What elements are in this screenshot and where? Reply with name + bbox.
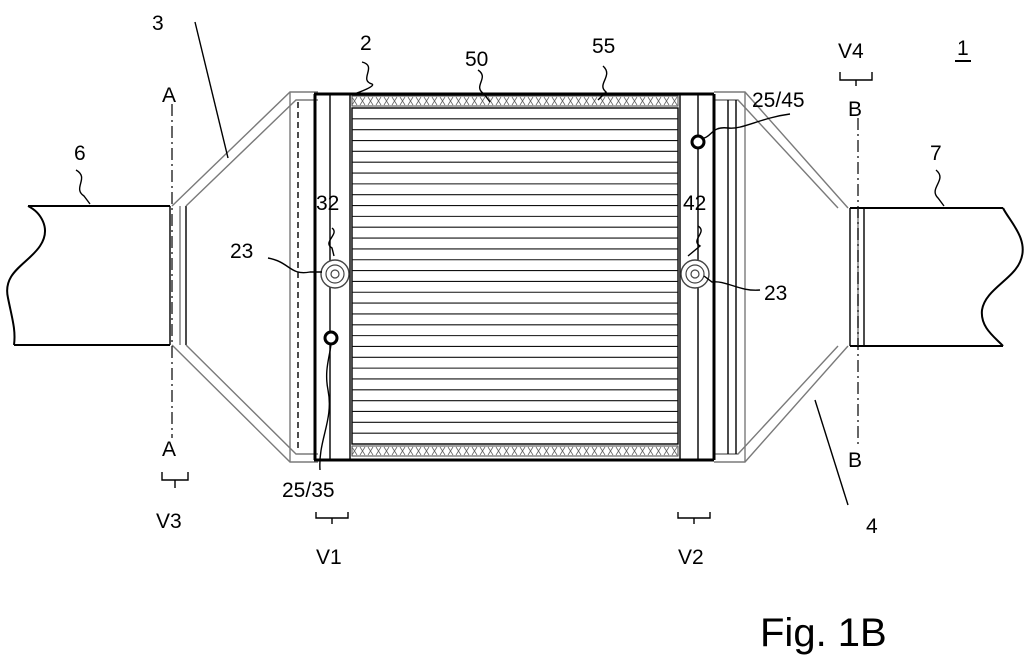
label-device: 1 xyxy=(957,37,969,60)
outlet-pipe xyxy=(850,208,1023,346)
label-section-b-bottom: B xyxy=(848,449,862,472)
sensor-port-inlet xyxy=(325,332,337,344)
label-inlet-cone: 3 xyxy=(152,12,164,35)
mat-bottom xyxy=(352,446,678,456)
fitting-left xyxy=(321,260,349,288)
label-port-right: 42 xyxy=(683,192,706,215)
label-housing: 2 xyxy=(360,32,372,55)
label-fitting-right: 23 xyxy=(764,282,787,305)
bracket-v1 xyxy=(316,512,348,524)
label-section-a-top: A xyxy=(162,84,176,107)
label-outlet-pipe: 7 xyxy=(930,142,942,165)
label-sensor-outlet: 25/45 xyxy=(752,89,805,112)
bracket-v3 xyxy=(162,472,188,488)
label-outlet-cone: 4 xyxy=(866,515,878,538)
label-monolith: 50 xyxy=(465,48,488,71)
label-inlet-pipe: 6 xyxy=(74,142,86,165)
label-sensor-inlet: 25/35 xyxy=(282,479,335,502)
inlet-cone xyxy=(172,92,318,462)
bracket-v2 xyxy=(678,512,710,524)
label-v3: V3 xyxy=(156,510,182,533)
label-v4: V4 xyxy=(838,40,864,63)
fitting-right xyxy=(681,260,709,288)
monolith xyxy=(352,108,678,444)
label-v1: V1 xyxy=(316,546,342,569)
label-port-left: 32 xyxy=(316,192,339,215)
label-fitting-left: 23 xyxy=(230,240,253,263)
bracket-v4 xyxy=(840,72,872,86)
label-section-a-bottom: A xyxy=(162,438,176,461)
sensor-port-outlet xyxy=(692,136,704,148)
label-v2: V2 xyxy=(678,546,704,569)
inlet-pipe xyxy=(7,206,186,345)
label-section-b-top: B xyxy=(848,98,862,121)
label-mat: 55 xyxy=(592,35,615,58)
mat-top xyxy=(352,96,678,106)
outlet-cone xyxy=(714,92,848,462)
figure-caption: Fig. 1B xyxy=(760,611,887,655)
